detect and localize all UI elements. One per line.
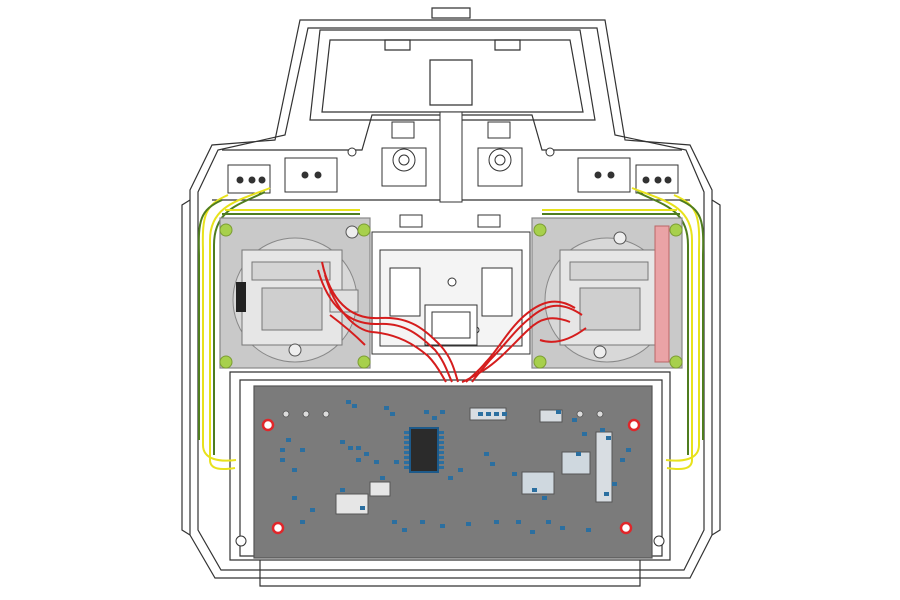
smd-component bbox=[490, 462, 495, 466]
smd-component bbox=[440, 410, 445, 414]
chip-pin bbox=[439, 456, 444, 459]
smd-component bbox=[424, 410, 429, 414]
smd-component bbox=[586, 528, 591, 532]
smd-component bbox=[292, 468, 297, 472]
smd-component bbox=[448, 476, 453, 480]
smd-component bbox=[310, 508, 315, 512]
smd-component bbox=[582, 432, 587, 436]
smd-component bbox=[604, 492, 609, 496]
smd-component bbox=[394, 460, 399, 464]
chip-pin bbox=[439, 436, 444, 439]
pcb-vias bbox=[282, 410, 604, 418]
chip-pin bbox=[439, 451, 444, 454]
smd-component bbox=[280, 458, 285, 462]
screw-icon bbox=[653, 535, 665, 547]
smd-component bbox=[612, 482, 617, 486]
smd-component bbox=[600, 428, 605, 432]
smd-component bbox=[286, 438, 291, 442]
smd-component bbox=[620, 458, 625, 462]
mount-points bbox=[219, 223, 371, 369]
smd-component bbox=[532, 488, 537, 492]
smd-component bbox=[374, 460, 379, 464]
main-pcb bbox=[253, 385, 653, 559]
smd-component bbox=[494, 520, 499, 524]
connector-icon bbox=[577, 157, 631, 193]
smd-component bbox=[502, 412, 507, 416]
chip-pin bbox=[439, 446, 444, 449]
smd-component bbox=[420, 520, 425, 524]
smd-component bbox=[606, 436, 611, 440]
smd-component bbox=[556, 410, 561, 414]
smd-component bbox=[516, 520, 521, 524]
chip-pin bbox=[404, 466, 409, 469]
smd-component bbox=[572, 418, 577, 422]
smd-component bbox=[356, 458, 361, 462]
smd-component bbox=[340, 488, 345, 492]
mount-points bbox=[533, 223, 683, 369]
smd-component bbox=[432, 416, 437, 420]
pcb-mount-holes bbox=[261, 418, 641, 535]
smd-component bbox=[494, 412, 499, 416]
center-bracket bbox=[371, 231, 531, 355]
top-connectors bbox=[227, 111, 679, 228]
smd-component bbox=[530, 530, 535, 534]
smd-component bbox=[466, 522, 471, 526]
right-gimbal bbox=[531, 217, 683, 369]
red-wiring bbox=[317, 261, 587, 383]
knob-icon bbox=[477, 147, 523, 187]
screw-icon bbox=[545, 147, 555, 157]
smd-component bbox=[626, 448, 631, 452]
smd-component bbox=[356, 446, 361, 450]
smd-component bbox=[292, 496, 297, 500]
smd-component bbox=[512, 472, 517, 476]
chip-pin bbox=[439, 431, 444, 434]
chip-pin bbox=[404, 431, 409, 434]
chip-pin bbox=[404, 436, 409, 439]
smd-component bbox=[360, 506, 365, 510]
left-gimbal bbox=[219, 217, 371, 369]
smd-component bbox=[300, 520, 305, 524]
side-wiring bbox=[197, 187, 705, 470]
smd-component bbox=[348, 446, 353, 450]
smd-component bbox=[352, 404, 357, 408]
smd-component bbox=[484, 452, 489, 456]
screw-icon bbox=[235, 535, 247, 547]
knob-icon bbox=[381, 147, 427, 187]
connector-icon bbox=[227, 164, 271, 194]
chip-pin bbox=[439, 441, 444, 444]
chip-pin bbox=[404, 451, 409, 454]
connector-icon bbox=[635, 164, 679, 194]
smd-component bbox=[340, 440, 345, 444]
smd-component bbox=[392, 520, 397, 524]
potentiometers bbox=[381, 147, 523, 187]
chip-pin bbox=[404, 441, 409, 444]
chip-pin bbox=[404, 456, 409, 459]
smd-component bbox=[300, 448, 305, 452]
smd-component bbox=[560, 526, 565, 530]
smd-component bbox=[546, 520, 551, 524]
smd-components bbox=[280, 400, 631, 534]
smd-component bbox=[364, 452, 369, 456]
smd-component bbox=[542, 496, 547, 500]
smd-component bbox=[486, 412, 491, 416]
chip-pin bbox=[404, 461, 409, 464]
connector-icon bbox=[284, 157, 338, 193]
smd-component bbox=[440, 524, 445, 528]
smd-component bbox=[576, 452, 581, 456]
smd-component bbox=[280, 448, 285, 452]
smd-component bbox=[346, 400, 351, 404]
chip-pin bbox=[404, 446, 409, 449]
smd-component bbox=[380, 476, 385, 480]
smd-component bbox=[390, 412, 395, 416]
chip-pin bbox=[439, 466, 444, 469]
smd-component bbox=[384, 406, 389, 410]
smd-component bbox=[478, 412, 483, 416]
screw-icon bbox=[347, 147, 357, 157]
smd-component bbox=[402, 528, 407, 532]
chip-pin bbox=[439, 461, 444, 464]
smd-component bbox=[458, 468, 463, 472]
